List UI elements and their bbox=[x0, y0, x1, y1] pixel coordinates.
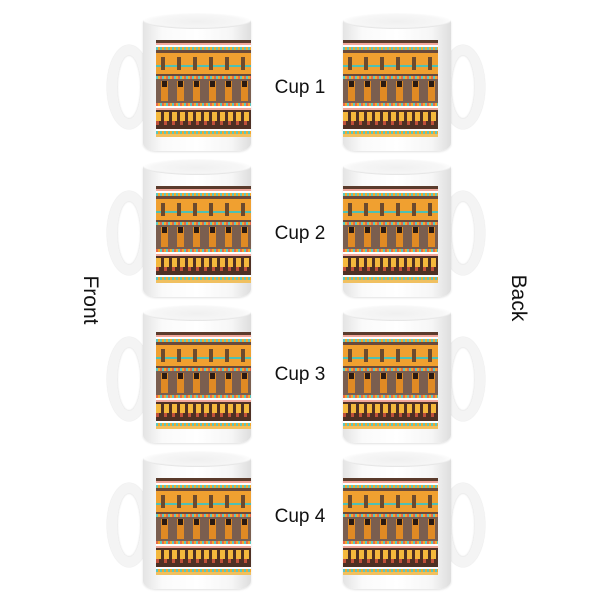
mug-print-pattern bbox=[343, 332, 438, 429]
cup-3-front-mug bbox=[101, 305, 251, 447]
mug-rim bbox=[343, 13, 451, 29]
cup-2-back-mug bbox=[343, 159, 493, 301]
mug-print-pattern bbox=[156, 186, 251, 283]
mug-rim bbox=[343, 159, 451, 175]
back-label: Back bbox=[507, 274, 530, 322]
mug-print-pattern bbox=[343, 186, 438, 283]
cup-1-back-mug bbox=[343, 13, 493, 155]
cup-3-label: Cup 3 bbox=[274, 364, 326, 385]
mug-rim bbox=[343, 305, 451, 321]
mug-rim bbox=[343, 451, 451, 467]
cup-1-front-mug bbox=[101, 13, 251, 155]
cup-2-label: Cup 2 bbox=[274, 223, 326, 244]
front-label: Front bbox=[79, 275, 102, 325]
cup-3-back-mug bbox=[343, 305, 493, 447]
mug-rim bbox=[143, 159, 251, 175]
mug-print-pattern bbox=[343, 40, 438, 137]
mug-print-pattern bbox=[156, 332, 251, 429]
cup-4-back-mug bbox=[343, 451, 493, 593]
mug-print-pattern bbox=[156, 478, 251, 575]
mug-print-pattern bbox=[156, 40, 251, 137]
cup-4-label: Cup 4 bbox=[274, 506, 326, 527]
cup-4-front-mug bbox=[101, 451, 251, 593]
mug-rim bbox=[143, 451, 251, 467]
mug-rim bbox=[143, 305, 251, 321]
mug-rim bbox=[143, 13, 251, 29]
cup-2-front-mug bbox=[101, 159, 251, 301]
cup-1-label: Cup 1 bbox=[274, 77, 326, 98]
mug-print-pattern bbox=[343, 478, 438, 575]
